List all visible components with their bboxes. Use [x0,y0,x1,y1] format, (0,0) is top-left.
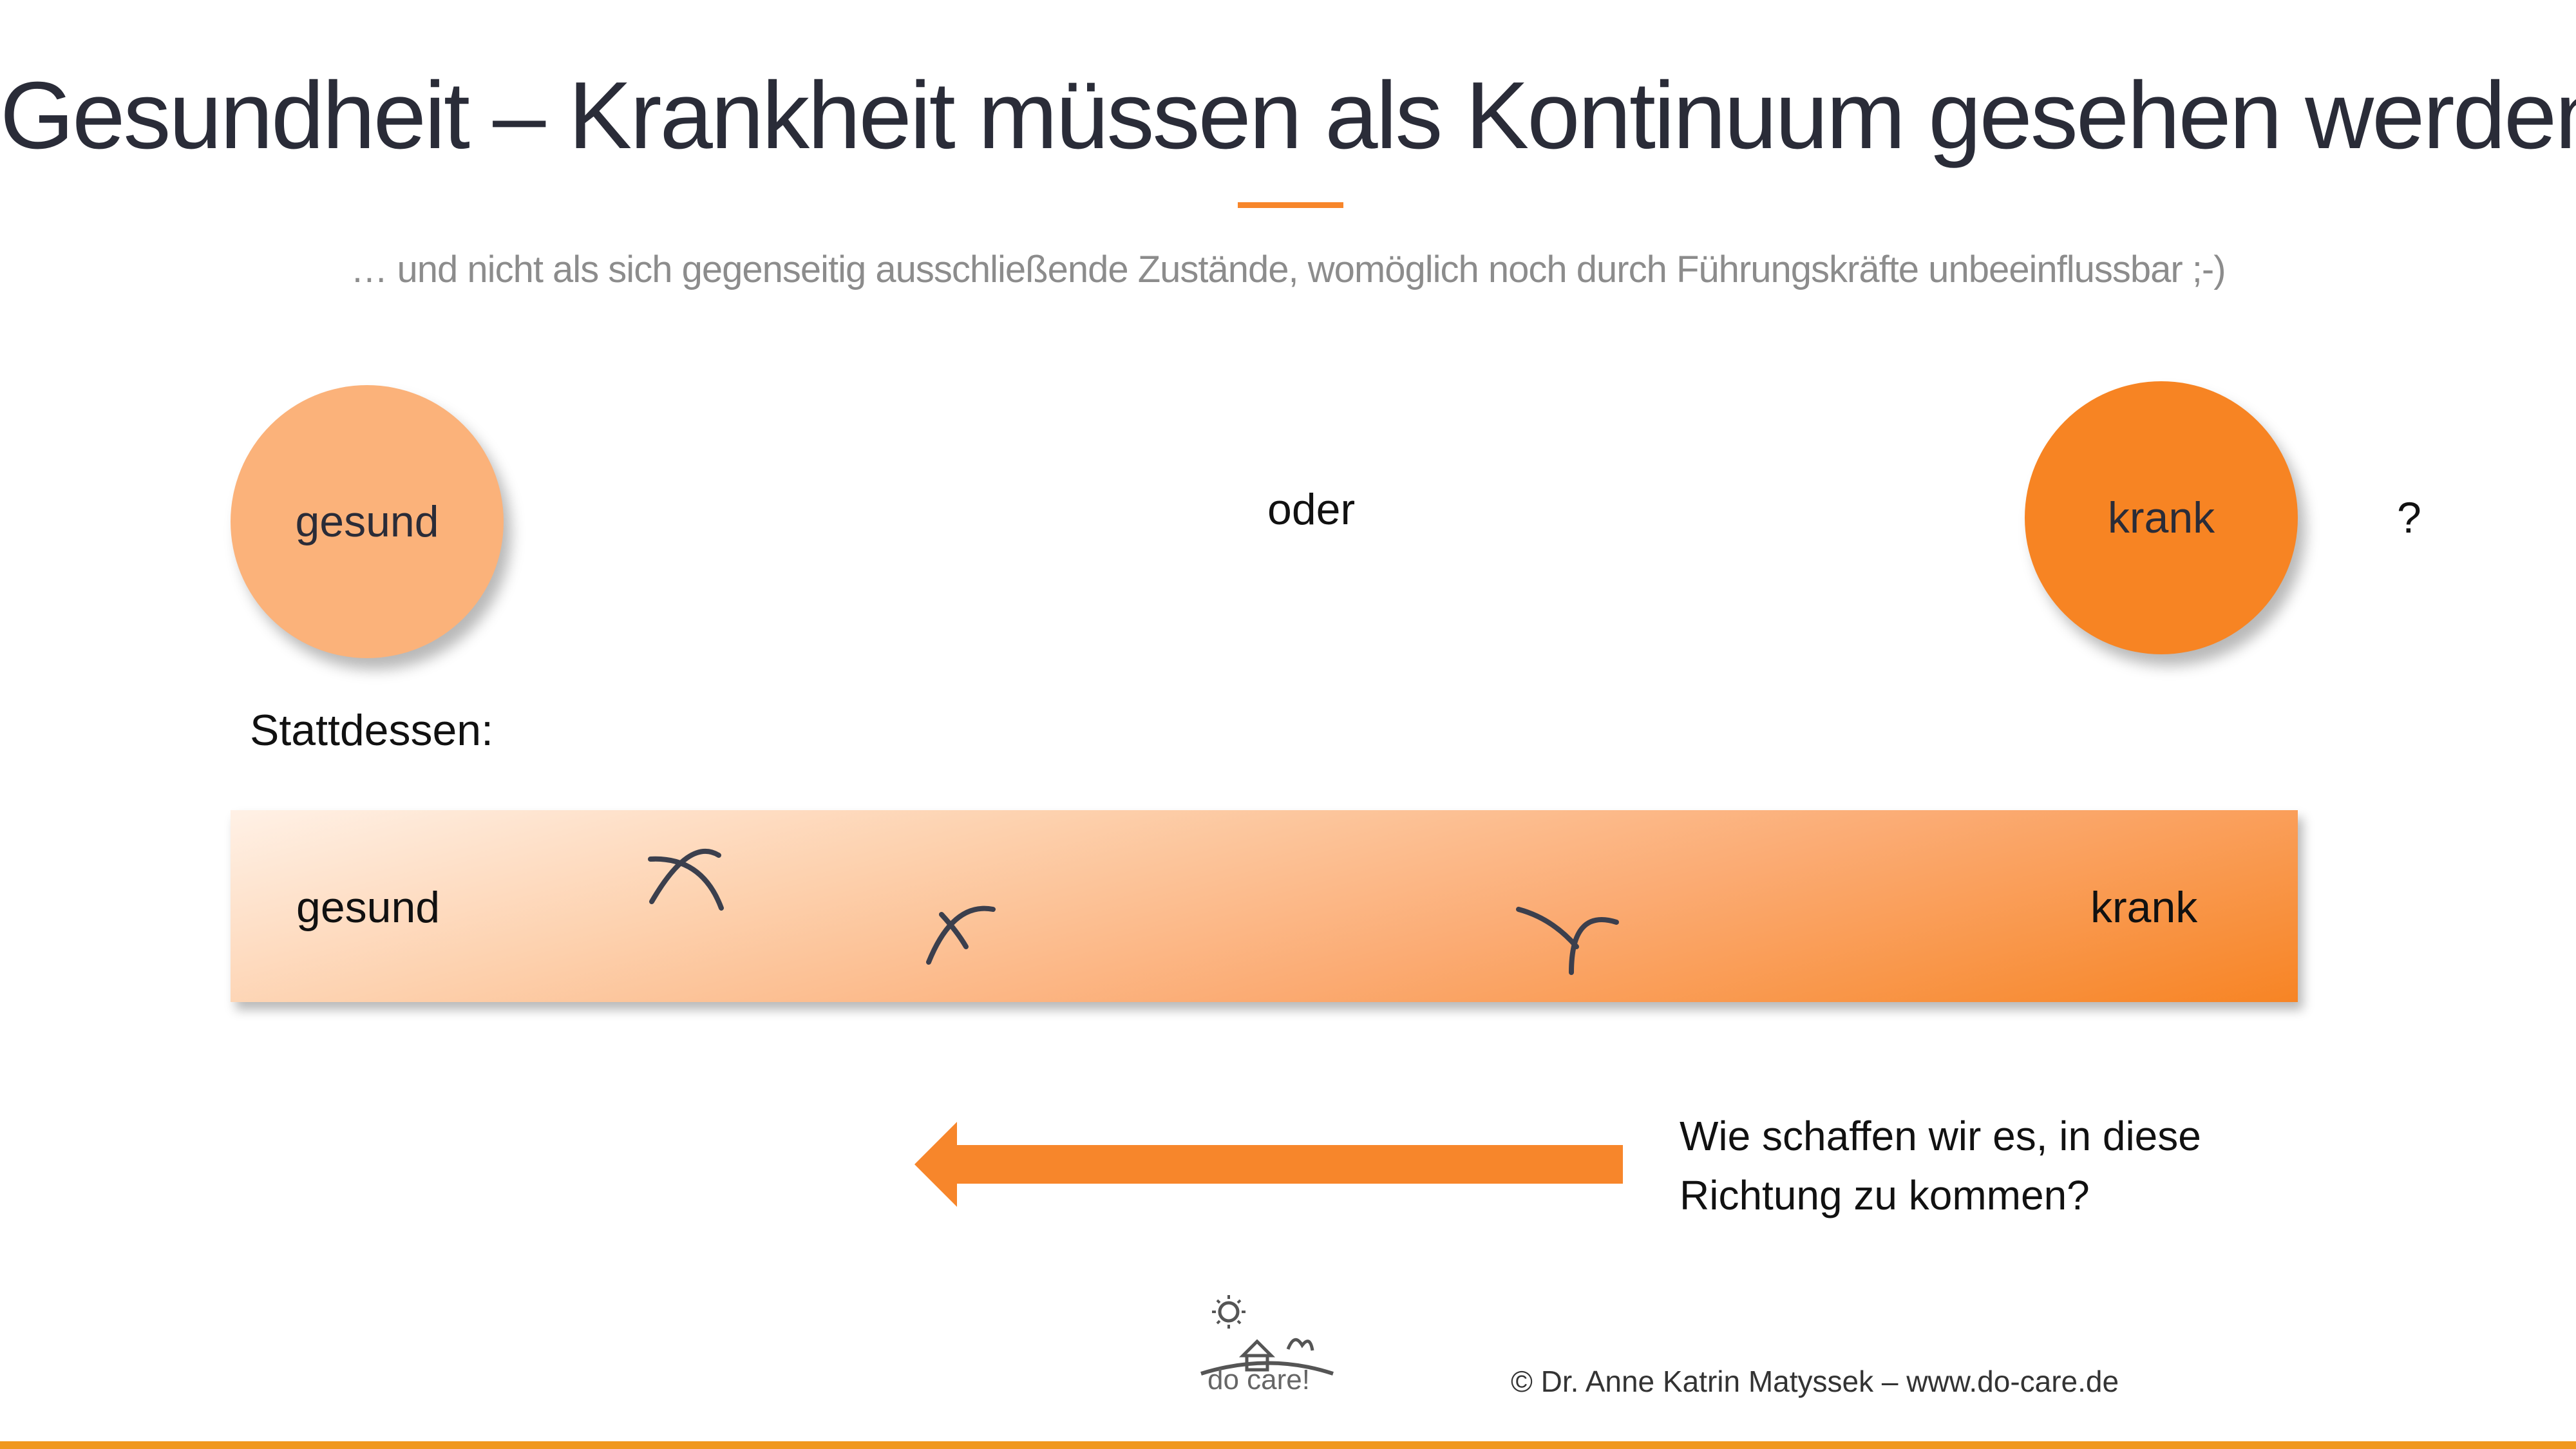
direction-question-line1: Wie schaffen wir es, in diese [1680,1113,2201,1159]
arrow-left-icon [914,1122,1623,1207]
continuum-gesund-label: gesund [296,883,440,932]
slide-title: Gesundheit – Krankheit müssen als Kontin… [0,62,2576,169]
bottom-accent-line [0,1441,2576,1449]
oder-label: oder [1267,485,1356,534]
marker-icon [1516,907,1619,975]
direction-question: Wie schaffen wir es, in diese Richtung z… [1680,1106,2201,1225]
marker-icon [926,905,996,965]
logo-text: do care! [1208,1364,1310,1396]
direction-question-line2: Richtung zu kommen? [1680,1172,2090,1218]
continuum-bar [231,810,2298,1002]
stattdessen-label: Stattdessen: [250,706,494,755]
krank-circle-label: krank [2107,493,2215,542]
gesund-circle: gesund [231,385,504,658]
continuum-krank-label: krank [2090,883,2198,932]
gesund-circle-label: gesund [295,497,439,546]
slide-subtitle: … und nicht als sich gegenseitig ausschl… [350,249,2226,290]
krank-circle: krank [2025,381,2298,654]
marker-icon [648,848,724,911]
footer-copyright: © Dr. Anne Katrin Matyssek – www.do-care… [1511,1365,2119,1398]
do-care-logo-icon [1200,1295,1334,1376]
question-mark: ? [2397,493,2421,542]
title-underline [1238,202,1343,208]
